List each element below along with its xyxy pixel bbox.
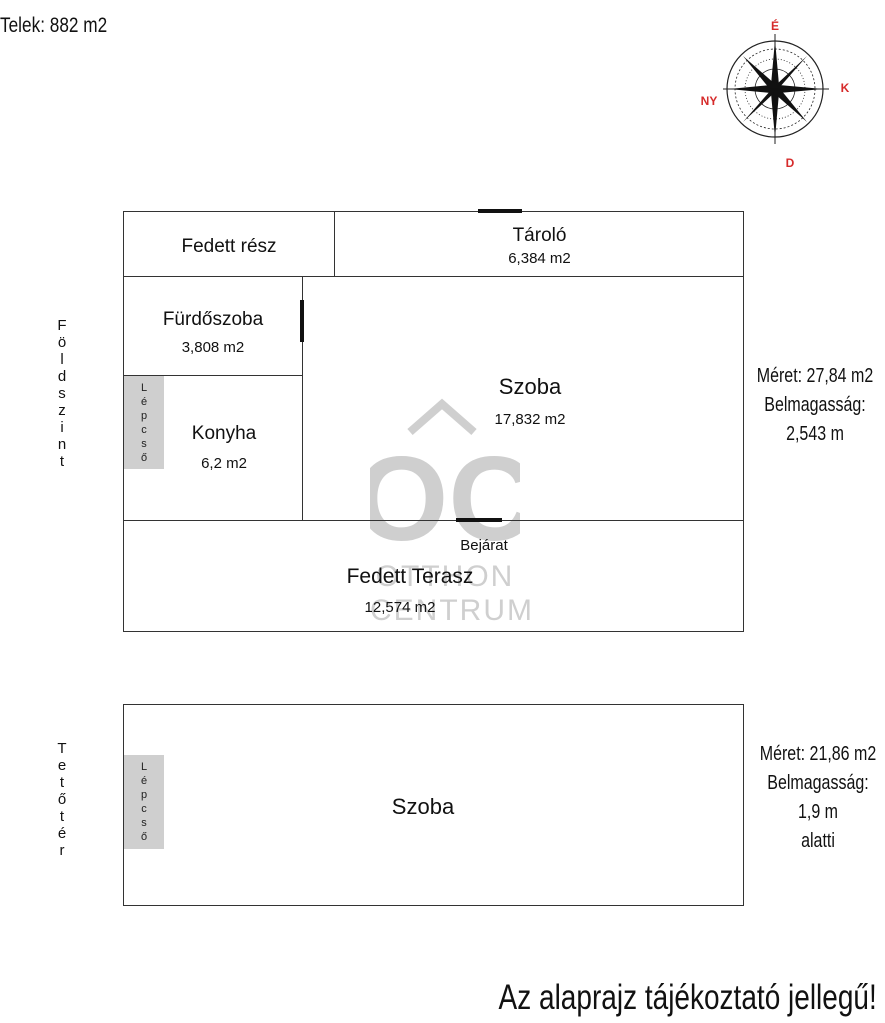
room-furdoszoba-area: 3,808 m2	[181, 339, 245, 356]
entrance-door	[456, 518, 502, 522]
attic-size: Méret: 21,86 m2	[759, 743, 877, 765]
ground-stairs	[124, 376, 164, 469]
room-furdoszoba-name: Fürdőszoba	[162, 309, 264, 330]
ground-floor-info: Méret: 27,84 m2 Belmagasság: 2,543 m	[755, 362, 875, 449]
east-label: K	[841, 81, 850, 95]
attic-height-value: 1,9 m	[797, 801, 839, 823]
west-label: NY	[701, 94, 718, 108]
watermark-logo-icon: OC	[355, 398, 535, 566]
ground-floor-height-label: Belmagasság:	[764, 394, 866, 416]
ground-floor-size: Méret: 27,84 m2	[756, 365, 874, 387]
attic-height-suffix: alatti	[801, 830, 835, 852]
wall	[123, 375, 303, 376]
room-fedett-terasz-area: 12,574 m2	[364, 599, 436, 616]
watermark: OC OTTHON CENTRUM	[355, 390, 535, 640]
attic-plan	[123, 704, 744, 906]
room-konyha-name: Konyha	[191, 423, 257, 444]
svg-text:OC: OC	[370, 432, 520, 550]
entrance-label: Bejárat	[460, 537, 508, 554]
room-fedett-resz-name: Fedett rész	[181, 236, 277, 257]
wall	[123, 520, 744, 521]
wall	[302, 276, 303, 521]
ground-floor-plan	[123, 211, 744, 632]
watermark-line1: OTTHON	[375, 560, 515, 593]
bathroom-door	[300, 300, 304, 342]
room-szoba-name: Szoba	[498, 374, 562, 399]
storage-door	[478, 209, 522, 213]
attic-room-name: Szoba	[391, 794, 455, 819]
room-tarolo-name: Tároló	[512, 225, 567, 246]
attic-height-label: Belmagasság:	[767, 772, 869, 794]
ground-floor-height-value: 2,543 m	[786, 423, 844, 445]
room-fedett-terasz-name: Fedett Terasz	[346, 565, 474, 588]
north-label: É	[771, 18, 779, 33]
room-konyha-area: 6,2 m2	[201, 455, 247, 472]
attic-stairs	[124, 755, 164, 849]
room-szoba-area: 17,832 m2	[494, 411, 566, 428]
south-label: D	[786, 156, 795, 170]
watermark-line2: CENTRUM	[370, 594, 534, 627]
attic-info: Méret: 21,86 m2 Belmagasság: 1,9 m alatt…	[758, 740, 878, 856]
plot-size-label: Telek: 882 m2	[0, 14, 108, 37]
wall	[123, 276, 744, 277]
room-tarolo-area: 6,384 m2	[508, 250, 571, 267]
compass-icon: É K D NY	[701, 18, 850, 170]
disclaimer: Az alaprajz tájékoztató jellegű!	[498, 978, 877, 1017]
compass-rose: É K D NY	[695, 12, 855, 174]
wall	[334, 211, 335, 277]
